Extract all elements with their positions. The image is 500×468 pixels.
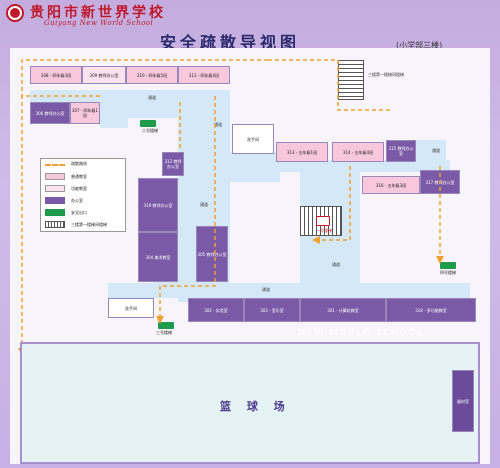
legend-label: 办公室 xyxy=(71,198,83,203)
exit-sign-2 xyxy=(140,120,156,127)
corridor-west-bend xyxy=(100,102,128,128)
toilet-south: 洗手间 xyxy=(108,298,154,318)
corridor-label-center-2: 通道 xyxy=(200,202,208,207)
route-west xyxy=(21,95,100,350)
room-307: 307 - 四年级1班 xyxy=(70,102,100,124)
room-316: 316 - 五年级3班 xyxy=(362,176,420,194)
legend-label: 三楼第一楼梯间楼梯 xyxy=(71,222,107,227)
route-arrow-exit3 xyxy=(156,316,164,324)
legend-label: 疏散路线 xyxy=(71,161,87,166)
route-stairwell xyxy=(318,166,351,241)
legend-label: 安全出口 xyxy=(71,210,87,215)
room-310: 310 - 四年级5班 xyxy=(126,66,178,84)
exit-label-2: 二号楼梯 xyxy=(142,128,158,133)
corridor-mid xyxy=(230,152,280,182)
room-301: 301 - 计算机教室 xyxy=(300,298,386,322)
corridor-label-east: 通道 xyxy=(432,148,440,153)
room-308: 308 - 四年级3班 xyxy=(30,66,82,84)
exit-label-1: 一号楼梯 xyxy=(316,228,332,233)
stair-one-label: 三楼第一楼梯间楼梯 xyxy=(368,72,404,77)
stair-one xyxy=(338,60,364,100)
equipment-room: 器材室 xyxy=(452,370,474,432)
legend-swatch-route xyxy=(45,164,65,166)
school-name-cn: 贵阳市新世界学校 xyxy=(30,5,166,21)
legend-label: 功能教室 xyxy=(71,186,87,191)
room-314: 314 - 五年级4班 xyxy=(332,142,384,162)
room-315: 315 教师办公室 xyxy=(386,140,416,162)
legend-swatch-stair xyxy=(45,221,65,228)
room-304: 304 美术教室 xyxy=(138,232,178,282)
legend-swatch-office xyxy=(45,197,65,204)
corridor-label-north: 通道 xyxy=(148,95,156,100)
exit-sign-4 xyxy=(440,262,456,269)
legend-swatch-exit xyxy=(45,209,65,216)
court-label: 篮 球 场 xyxy=(220,400,291,413)
school-name-en: Guiyang New World School xyxy=(44,19,154,27)
room-302: 302 - 实验室 xyxy=(188,298,244,322)
toilet-north: 洗手间 xyxy=(232,124,274,154)
page-title: 安全疏散导视图 xyxy=(160,33,301,52)
route-north xyxy=(21,59,268,96)
legend-box: 疏散路线 普通教室 功能教室 办公室 安全出口 三楼第一楼梯间楼梯 xyxy=(40,158,126,232)
exit-label-4: 四号楼梯 xyxy=(440,270,456,275)
room-303: 303 - 音乐室 xyxy=(244,298,300,322)
room-313: 313 - 五年级1班 xyxy=(276,142,328,162)
exit-label-3: 三号楼梯 xyxy=(156,330,172,335)
exit-sign-3 xyxy=(158,322,174,329)
floor-subtitle: (小学部三楼) xyxy=(396,41,443,50)
corridor-label-south: 通道 xyxy=(262,287,270,292)
legend-swatch-function-room xyxy=(45,185,65,192)
corridor-label-stairwell: 通道 xyxy=(332,262,340,267)
watermark: NEW WORLD SCHOOL xyxy=(298,328,424,338)
basketball-court xyxy=(20,342,480,464)
route-arrow-exit4 xyxy=(436,256,444,264)
route-center xyxy=(159,96,216,320)
legend-swatch-classroom xyxy=(45,173,65,180)
room-312: 312 教师办公室 xyxy=(162,152,184,176)
exit-sign-1 xyxy=(316,216,330,226)
room-319: 319 教师办公室 xyxy=(138,178,178,232)
room-311: 311 - 四年级4班 xyxy=(178,66,230,84)
room-318: 318 - 多功能教室 xyxy=(386,298,476,322)
route-arrow-exit1 xyxy=(312,236,320,244)
corridor-east xyxy=(280,160,450,172)
room-309: 309 教师办公室 xyxy=(82,66,126,84)
room-306: 306 教师办公室 xyxy=(30,102,70,124)
logo-emblem xyxy=(10,8,20,18)
route-stair xyxy=(268,59,390,111)
legend-label: 普通教室 xyxy=(71,174,87,179)
room-305: 305 教师办公室 xyxy=(196,226,228,282)
corridor-label-center: 通道 xyxy=(214,122,222,127)
corridor-east-end xyxy=(416,140,446,164)
